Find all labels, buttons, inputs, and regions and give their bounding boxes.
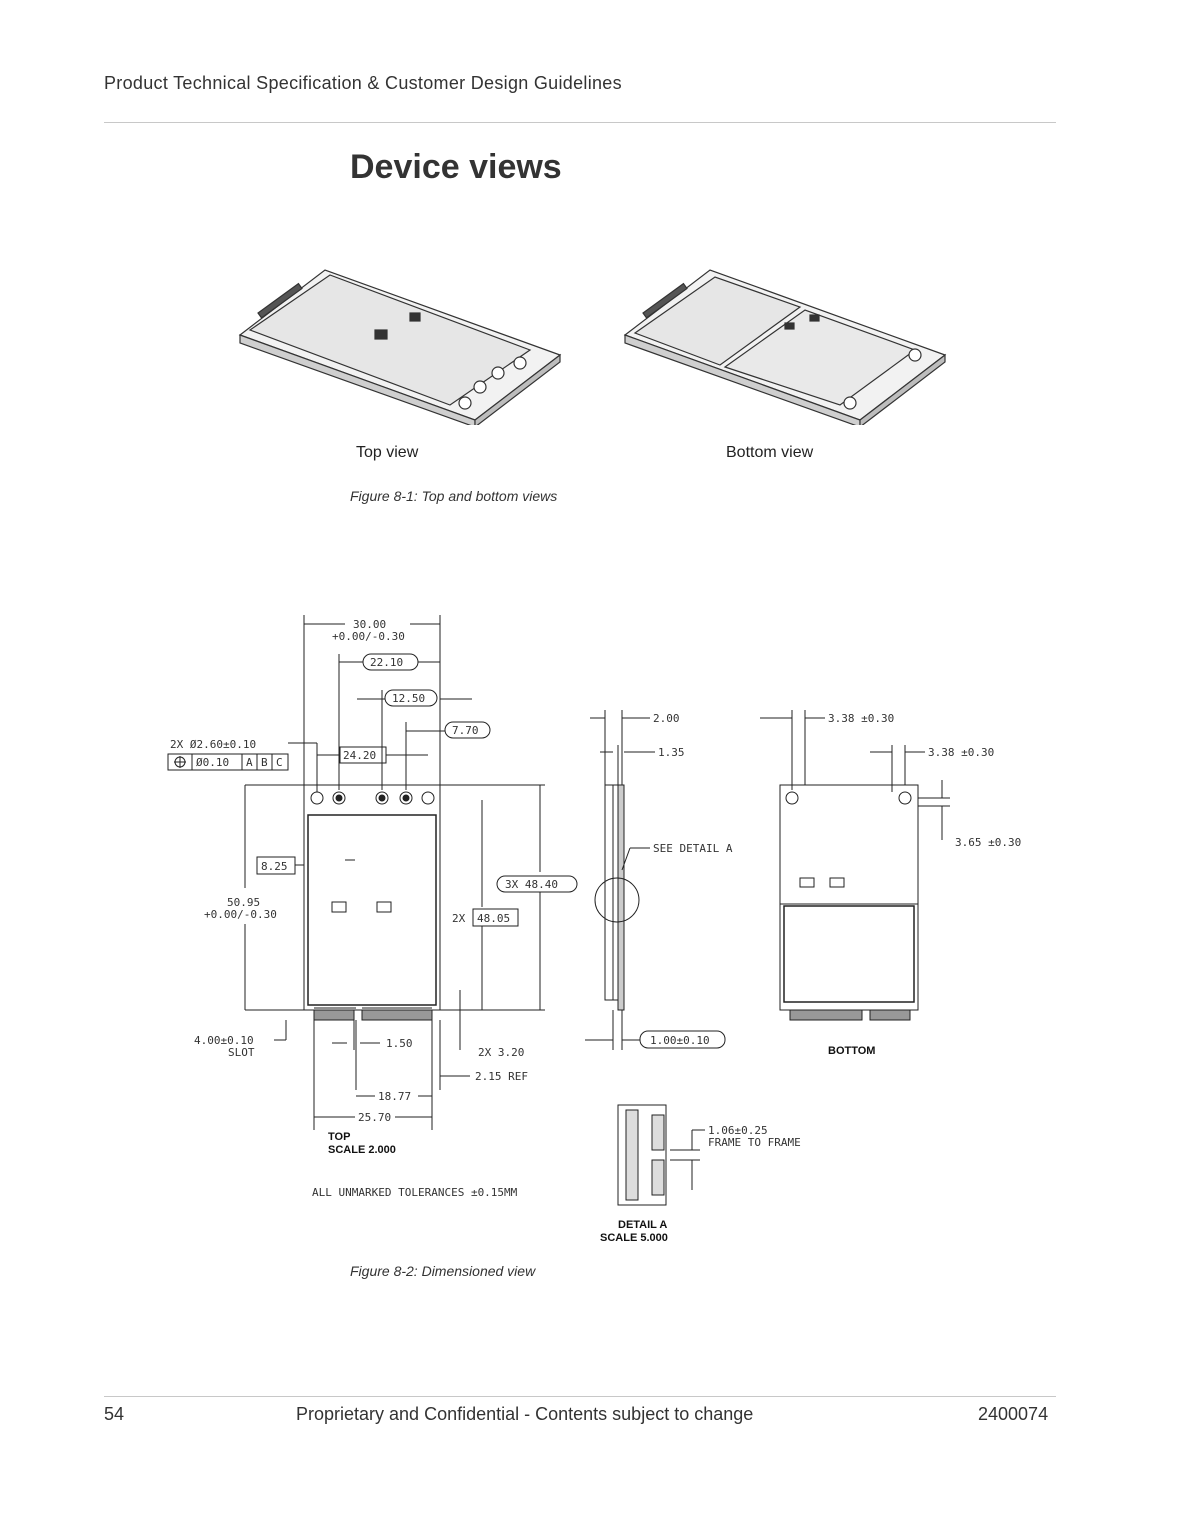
fcf-datum-a: A — [246, 756, 253, 769]
dim-7-70: 7.70 — [452, 724, 479, 737]
top-view-title: TOP — [328, 1131, 350, 1143]
dim-24-20: 24.20 — [343, 749, 376, 762]
dim-50-95-tol: +0.00/-0.30 — [204, 908, 277, 921]
dim-3-65: 3.65 ±0.30 — [955, 836, 1021, 849]
slot-label: SLOT — [228, 1046, 255, 1059]
detail-reference: SEE DETAIL A — [653, 842, 733, 855]
dim-2x-3-20: 2X 3.20 — [478, 1046, 524, 1059]
dim-3-38-a: 3.38 ±0.30 — [828, 712, 894, 725]
header-rule — [104, 122, 1056, 123]
top-shield — [307, 814, 437, 1006]
dim-12-50: 12.50 — [392, 692, 425, 705]
tolerance-note: ALL UNMARKED TOLERANCES ±0.15MM — [312, 1186, 518, 1199]
dim-2x: 2X — [452, 912, 466, 925]
page-number: 54 — [104, 1404, 125, 1424]
bottom-view-label: Bottom view — [726, 444, 814, 461]
fcf-datum-b: B — [261, 756, 268, 769]
section-title: Device views — [350, 148, 562, 186]
document-number: 2400074 — [978, 1404, 1049, 1424]
dimensioned-drawing: 30.00 +0.00/-0.30 22.10 12.50 7.70 24.20… — [167, 615, 1021, 1244]
top-view-illustration — [238, 269, 947, 425]
fcf-datum-c: C — [276, 756, 283, 769]
dim-48-05: 48.05 — [477, 912, 510, 925]
hole-callout: 2X Ø2.60±0.10 — [170, 738, 256, 751]
top-view-label: Top view — [356, 444, 419, 461]
dim-25-70: 25.70 — [358, 1111, 391, 1124]
running-header: Product Technical Specification & Custom… — [104, 73, 622, 93]
dim-22-10: 22.10 — [370, 656, 403, 669]
bottom-view-title: BOTTOM — [828, 1045, 875, 1057]
figure-8-2-caption: Figure 8-2: Dimensioned view — [350, 1263, 536, 1279]
dim-8-25: 8.25 — [261, 860, 288, 873]
footer-rule — [104, 1396, 1056, 1397]
detail-a-scale: SCALE 5.000 — [600, 1232, 668, 1244]
dim-3-38-b: 3.38 ±0.30 — [928, 746, 994, 759]
figure-8-1-caption: Figure 8-1: Top and bottom views — [350, 488, 558, 504]
dim-30-tol: +0.00/-0.30 — [332, 630, 405, 643]
confidential-notice: Proprietary and Confidential - Contents … — [296, 1404, 754, 1424]
dim-1-50: 1.50 — [386, 1037, 413, 1050]
detail-a-title: DETAIL A — [618, 1219, 667, 1231]
top-board-outline — [303, 784, 441, 1011]
dim-18-77: 18.77 — [378, 1090, 411, 1103]
fcf-position: Ø0.10 — [196, 756, 229, 769]
dim-50-95: 50.95 — [227, 896, 260, 909]
dim-1-35: 1.35 — [658, 746, 685, 759]
frame-to-frame-note: FRAME TO FRAME — [708, 1136, 801, 1149]
dim-2-15-ref: 2.15 REF — [475, 1070, 528, 1083]
dim-1-06: 1.06±0.25 — [708, 1124, 768, 1137]
dim-2-00: 2.00 — [653, 712, 680, 725]
dim-30: 30.00 — [353, 618, 386, 631]
dim-1-00: 1.00±0.10 — [650, 1034, 710, 1047]
dim-3x-48-40: 3X 48.40 — [505, 878, 558, 891]
top-view-scale: SCALE 2.000 — [328, 1144, 396, 1156]
slot-width: 4.00±0.10 — [194, 1034, 254, 1047]
